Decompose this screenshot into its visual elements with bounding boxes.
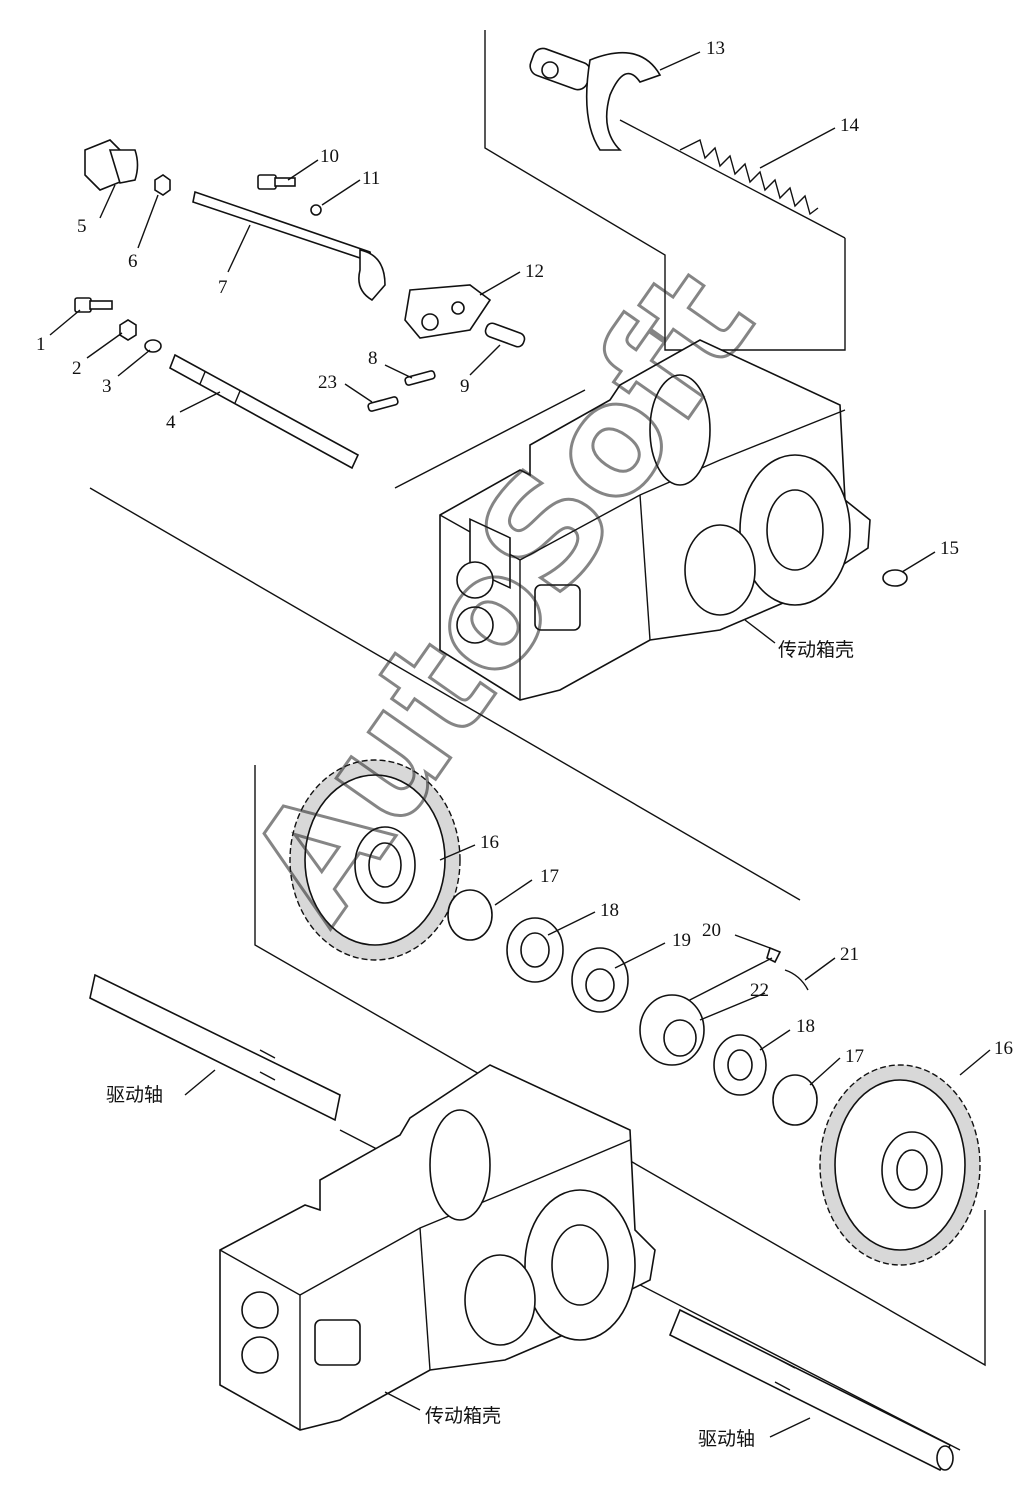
label-housing-bottom: 传动箱壳 [425,1405,501,1427]
guide-line-diag [89,487,801,901]
circlip-part-left [447,889,493,941]
label-18-left: 18 [600,900,619,921]
label-7: 7 [218,277,228,298]
label-19: 19 [672,930,691,951]
plug-part [882,569,908,587]
label-3: 3 [102,376,112,397]
bracket-plate-part [404,284,492,339]
nut-part-2 [119,319,137,341]
label-16-left: 16 [480,832,499,853]
knob-part [84,139,139,191]
washer-part-3 [144,339,162,353]
label-9: 9 [460,376,470,397]
sleeve-part [639,994,705,1066]
pin-part-23 [367,396,399,412]
nut-part [154,174,171,196]
label-18-right: 18 [796,1016,815,1037]
clutch-gear-part [571,947,629,1013]
group-outline-left [394,389,586,489]
gear-part-left [289,759,461,961]
label-1: 1 [36,334,46,355]
label-17-right: 17 [845,1046,864,1067]
label-8: 8 [368,348,378,369]
gear-part-right [819,1064,981,1266]
label-6: 6 [128,251,138,272]
circlip-part-right [772,1074,818,1126]
fitting-part [679,946,782,1006]
bearing-part-right [713,1034,767,1096]
leader-lines [49,51,991,1438]
pin-part-8 [404,370,436,386]
label-shaft-bottom: 驱动轴 [698,1428,755,1450]
label-20: 20 [702,920,721,941]
shift-shaft-part [169,353,360,470]
spring-part [619,119,846,239]
bolt-part-10 [257,174,296,190]
small-nut-part [310,204,322,216]
label-2: 2 [72,358,82,379]
bolt-part-1 [74,297,113,313]
label-housing-top: 传动箱壳 [778,639,854,661]
drive-shaft-bottom [668,1308,954,1472]
label-4: 4 [166,412,176,433]
label-shaft-left: 驱动轴 [106,1084,163,1106]
bearing-part-left [506,917,564,983]
snap-ring-part [784,969,809,991]
label-13: 13 [706,38,725,59]
group-outline-top [484,30,846,351]
pin-part-9 [484,322,526,348]
shift-fork-part [529,47,662,151]
label-22: 22 [750,980,769,1001]
label-21: 21 [840,944,859,965]
upper-housing [439,339,871,701]
label-5: 5 [77,216,87,237]
label-15: 15 [940,538,959,559]
label-17-left: 17 [540,866,559,887]
label-23: 23 [318,372,337,393]
label-11: 11 [362,168,380,189]
label-14: 14 [840,115,860,136]
lever-rod-part [192,190,386,302]
label-16-right: 16 [994,1038,1013,1059]
label-12: 12 [525,261,544,282]
lower-housing [219,1064,656,1431]
drive-shaft-left [89,973,341,1122]
label-10: 10 [320,146,339,167]
